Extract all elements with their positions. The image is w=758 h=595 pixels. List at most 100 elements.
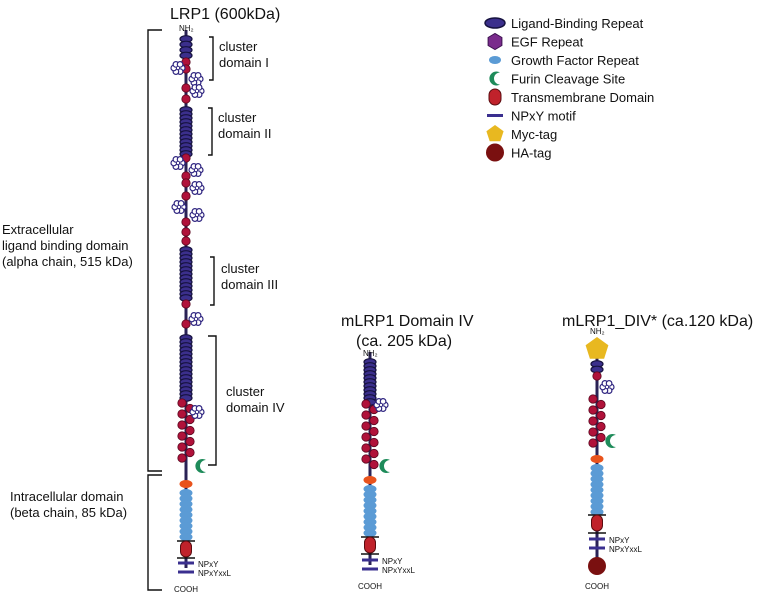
lrp1-npxy-label: NPxY <box>198 560 219 569</box>
growth-factor-repeat <box>179 494 193 503</box>
egf-repeat <box>185 447 195 458</box>
cluster-ii-label-line1: cluster <box>218 110 257 125</box>
legend-label: EGF Repeat <box>511 35 584 50</box>
egf-center <box>175 160 180 165</box>
growth-factor-repeat <box>179 489 193 497</box>
growth-factor-repeat <box>363 485 377 493</box>
growth-factor-repeat <box>179 511 193 519</box>
egf-repeat <box>596 399 606 410</box>
egf-center <box>193 167 198 172</box>
myc-tag-icon <box>486 125 504 142</box>
egf-repeat <box>177 453 187 463</box>
lrp1-c-terminus: COOH <box>174 585 198 594</box>
ha-tag-icon <box>486 143 504 162</box>
egf-repeat <box>361 443 371 453</box>
growth-factor-repeat <box>179 516 193 525</box>
egf-repeat <box>361 454 371 464</box>
egf-repeat <box>361 410 371 420</box>
intracellular-label-line1: Intracellular domain <box>10 489 123 504</box>
transmembrane-domain <box>364 536 376 554</box>
egf-repeat <box>181 94 191 104</box>
div-npxy-label: NPxY <box>609 536 630 545</box>
growth-factor-repeat <box>179 533 193 541</box>
egf-repeat <box>596 410 606 421</box>
egf-petal <box>194 312 202 319</box>
cluster-brackets <box>208 36 217 466</box>
egf-repeat-flower <box>189 83 205 98</box>
lrp1-title: LRP1 (600kDa) <box>170 6 280 23</box>
egf-repeat <box>181 236 191 246</box>
egf-repeat-flower <box>189 207 205 223</box>
growth-factor-repeat <box>179 505 193 514</box>
membrane-marker <box>590 455 604 463</box>
growth-factor-repeat <box>590 475 604 483</box>
div-title: mLRP1_DIV* (ca.120 kDa) <box>562 313 753 330</box>
div-npxyxxl-label: NPxYxxL <box>609 545 642 554</box>
egf-petal <box>195 180 203 188</box>
egf-repeat <box>177 431 187 441</box>
cluster-bracket-i <box>209 36 214 81</box>
lrp1-n-terminus: NH₂ <box>179 24 194 33</box>
growth-factor-repeat <box>363 523 377 532</box>
transmembrane-domain-icon <box>488 88 502 106</box>
cluster-iii-label-line1: cluster <box>221 261 260 276</box>
growth-factor-repeat <box>590 469 604 478</box>
npxy-motif <box>589 546 605 550</box>
cluster-iv-label-line2: domain IV <box>226 400 285 415</box>
extracellular-label-line1: Extracellular <box>2 222 74 237</box>
growth-factor-repeat <box>179 500 193 508</box>
egf-repeat <box>592 371 602 381</box>
furin-cleavage-site-icon <box>489 71 500 86</box>
growth-factor-repeat <box>590 508 604 516</box>
egf-repeat-flower <box>189 180 205 196</box>
growth-factor-repeat <box>590 497 604 505</box>
growth-factor-repeat <box>363 490 377 499</box>
legend-item: HA-tag <box>486 143 551 162</box>
egf-repeat-flower <box>170 155 186 171</box>
ha-tag <box>588 557 606 575</box>
domain4-title-line1: mLRP1 Domain IV <box>341 313 474 330</box>
egf-repeat <box>588 427 598 437</box>
cluster-i-label-line1: cluster <box>219 39 258 54</box>
egf-center <box>194 185 199 190</box>
extracellular-label-line2: ligand binding domain <box>2 238 128 253</box>
egf-repeat <box>588 438 598 448</box>
legend-label: Ligand-Binding Repeat <box>511 16 644 31</box>
growth-factor-repeat <box>363 512 377 521</box>
growth-factor-repeat <box>590 486 604 494</box>
cluster-bracket-iii <box>210 256 215 306</box>
membrane-marker <box>363 476 377 484</box>
d4-npxyxxl-label: NPxYxxL <box>382 566 415 575</box>
egf-petal <box>605 380 613 387</box>
egf-repeat <box>181 227 191 237</box>
egf-repeat-flower <box>188 312 204 327</box>
egf-center <box>378 402 383 407</box>
egf-repeat <box>361 432 371 442</box>
growth-factor-repeat <box>179 527 193 536</box>
egf-repeat <box>181 191 191 201</box>
legend-item: Myc-tag <box>486 125 557 142</box>
legend-item: EGF Repeat <box>487 32 584 51</box>
npxy-motif <box>362 567 378 571</box>
legend-label: HA-tag <box>511 146 551 161</box>
transmembrane-domain <box>591 514 603 532</box>
cluster-bracket-iv <box>208 335 217 466</box>
legend-label: Furin Cleavage Site <box>511 72 625 87</box>
d4-npxy-label: NPxY <box>382 557 403 566</box>
egf-repeat-flower <box>373 398 389 413</box>
div-c-terminus: COOH <box>585 582 609 591</box>
egf-repeat <box>177 420 187 430</box>
egf-repeat <box>177 398 187 408</box>
legend-item: Growth Factor Repeat <box>489 53 639 68</box>
growth-factor-repeat <box>590 502 604 511</box>
lrp1-npxyxxl-label: NPxYxxL <box>198 569 231 578</box>
egf-repeat-icon <box>487 32 503 51</box>
npxy-motif <box>178 561 194 565</box>
legend-label: Growth Factor Repeat <box>511 53 639 68</box>
egf-repeat <box>369 426 379 437</box>
egf-repeat-flower <box>599 380 615 395</box>
growth-factor-repeat <box>179 522 193 530</box>
legend-item: Transmembrane Domain <box>488 88 654 106</box>
